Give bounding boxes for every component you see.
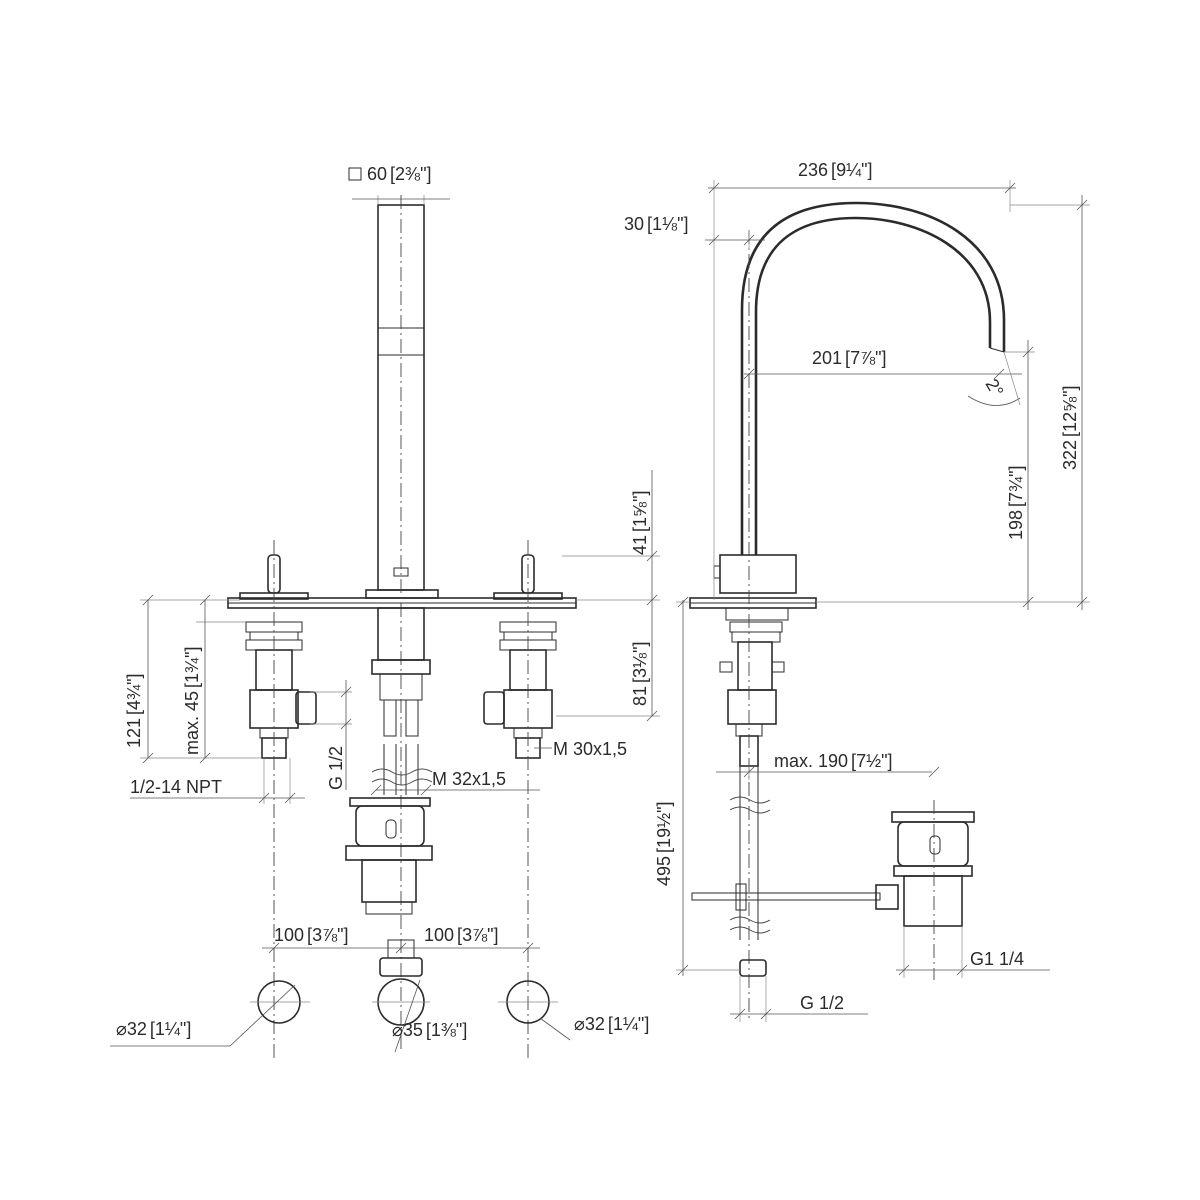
thread-g12-right-label: G 1/2 xyxy=(800,993,844,1013)
drain-reach-label: max. 190[7½"] xyxy=(774,751,893,771)
total-height-label: 322[12⅝"] xyxy=(1060,385,1080,470)
valve-depth-label: 121[4¾"] xyxy=(124,674,144,749)
spacing-right-label: 100[3⅞"] xyxy=(424,925,499,945)
lever-height-label: 41[1⅝"] xyxy=(630,491,650,555)
thread-g114-label: G1 1/4 xyxy=(970,949,1024,969)
spout-offset-label: 30[1⅛"] xyxy=(624,214,688,234)
right-valve xyxy=(483,540,563,1060)
waste-drain xyxy=(891,800,975,980)
thread-g12-left-label: G 1/2 xyxy=(326,746,346,790)
spout xyxy=(740,201,1006,555)
thread-npt-label: 1/2-14 NPT xyxy=(130,777,222,797)
spout-reach-label: 236[9¼"] xyxy=(798,160,873,180)
thread-m30-label: M 30x1,5 xyxy=(553,739,627,759)
hole-right-label: ⌀32[1¼"] xyxy=(574,1014,649,1034)
spout-outlet-reach-label: 201[7⅞"] xyxy=(812,348,887,368)
outlet-height-label: 198[7¾"] xyxy=(1006,466,1026,541)
outlet-angle-label: 2° xyxy=(982,375,1008,400)
body-depth-label: 81[3⅛"] xyxy=(630,642,650,706)
thread-m32-label: M 32x1,5 xyxy=(432,769,506,789)
spacing-left-label: 100[3⅞"] xyxy=(274,925,349,945)
left-valve xyxy=(239,540,317,1060)
side-view xyxy=(676,180,1090,1022)
square-symbol xyxy=(348,167,362,181)
dimension-labels: 60[2⅜"] 236[9¼"] 30[1⅛"] 201[7⅞"] 2° 322… xyxy=(116,160,1080,1040)
front-view xyxy=(110,167,660,1060)
hole-center-label: ⌀35[1⅜"] xyxy=(392,1020,467,1040)
hose-connector xyxy=(345,797,433,977)
deck-thickness-label: max. 45[1¾"] xyxy=(182,647,202,755)
square-size-label: 60[2⅜"] xyxy=(367,164,431,184)
drain-length-label: 495[19½"] xyxy=(654,801,674,886)
hand-shower xyxy=(365,195,439,1050)
hole-left-label: ⌀32[1¼"] xyxy=(116,1019,191,1039)
